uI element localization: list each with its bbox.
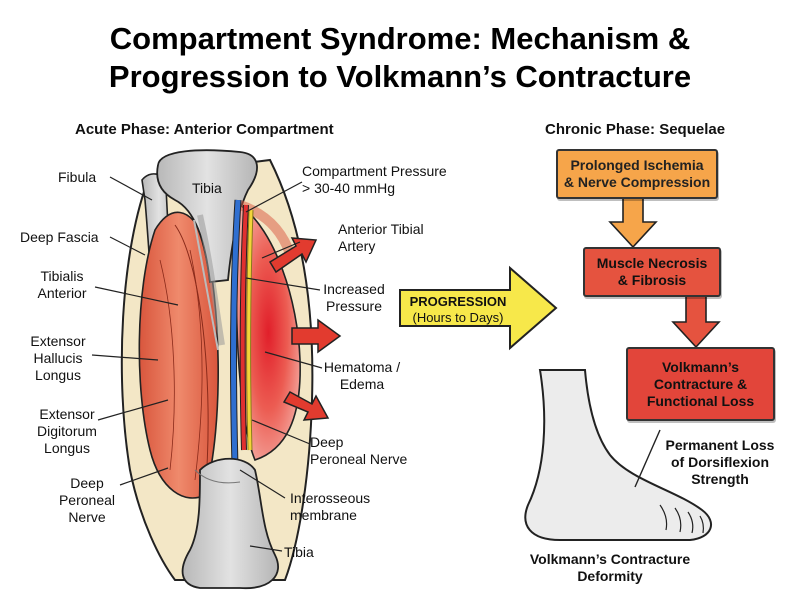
flow-arrow-1 xyxy=(608,196,658,249)
label-deformity: Volkmann’s Contracture Deformity xyxy=(529,551,691,584)
label-tibia-top: Tibia xyxy=(192,180,222,196)
progression-subtitle: (Hours to Days) xyxy=(412,310,504,325)
label-tibia-bottom: Tibia xyxy=(284,544,314,560)
label-hematoma-edema: Hematoma / Edema xyxy=(323,359,401,392)
pressure-arrow-2 xyxy=(291,318,342,354)
flow-step-contracture: Volkmann’s Contracture & Functional Loss xyxy=(626,347,775,421)
label-compartment-pressure: Compartment Pressure > 30-40 mmHg xyxy=(302,163,447,196)
label-fibula: Fibula xyxy=(58,169,97,185)
flow-step-necrosis: Muscle Necrosis & Fibrosis xyxy=(583,247,721,297)
anterior-tibial-artery xyxy=(240,204,248,451)
label-increased-pressure: Increased Pressure xyxy=(323,281,385,314)
label-deep-peroneal-nerve-right: Deep Peroneal Nerve xyxy=(310,434,408,467)
label-deep-peroneal-nerve-left: Deep Peroneal Nerve xyxy=(58,475,116,525)
vein xyxy=(231,199,241,501)
pressure-arrow-1 xyxy=(268,237,318,274)
main-title-line-2: Progression to Volkmann’s Contracture xyxy=(108,59,692,94)
label-permanent-loss: Permanent Loss of Dorsiflexion Strength xyxy=(665,437,775,487)
label-tibialis-anterior: Tibialis Anterior xyxy=(37,268,87,301)
label-anterior-tibial-artery: Anterior Tibial Artery xyxy=(338,221,424,254)
progression-label: PROGRESSION (Hours to Days) xyxy=(402,294,514,326)
pressure-arrow-3 xyxy=(282,390,330,421)
flow-arrow-2 xyxy=(671,294,721,349)
main-title-line-1: Compartment Syndrome: Mechanism & xyxy=(109,21,691,56)
label-extensor-digitorum-longus: Extensor Digitorum Longus xyxy=(37,406,97,456)
foot-illustration xyxy=(524,369,713,541)
tibia-lower xyxy=(181,457,279,589)
acute-phase-heading: Acute Phase: Anterior Compartment xyxy=(75,121,334,138)
deep-peroneal-nerve xyxy=(247,209,253,451)
progression-title: PROGRESSION xyxy=(409,294,507,309)
label-deep-fascia: Deep Fascia xyxy=(20,229,99,245)
chronic-phase-heading: Chronic Phase: Sequelae xyxy=(545,121,726,138)
label-interosseous-membrane: Interosseous membrane xyxy=(290,490,371,523)
label-extensor-hallucis-longus: Extensor Hallucis Longus xyxy=(30,333,86,383)
progression-arrow xyxy=(399,265,558,351)
flow-step-ischemia: Prolonged Ischemia & Nerve Compression xyxy=(556,149,718,199)
